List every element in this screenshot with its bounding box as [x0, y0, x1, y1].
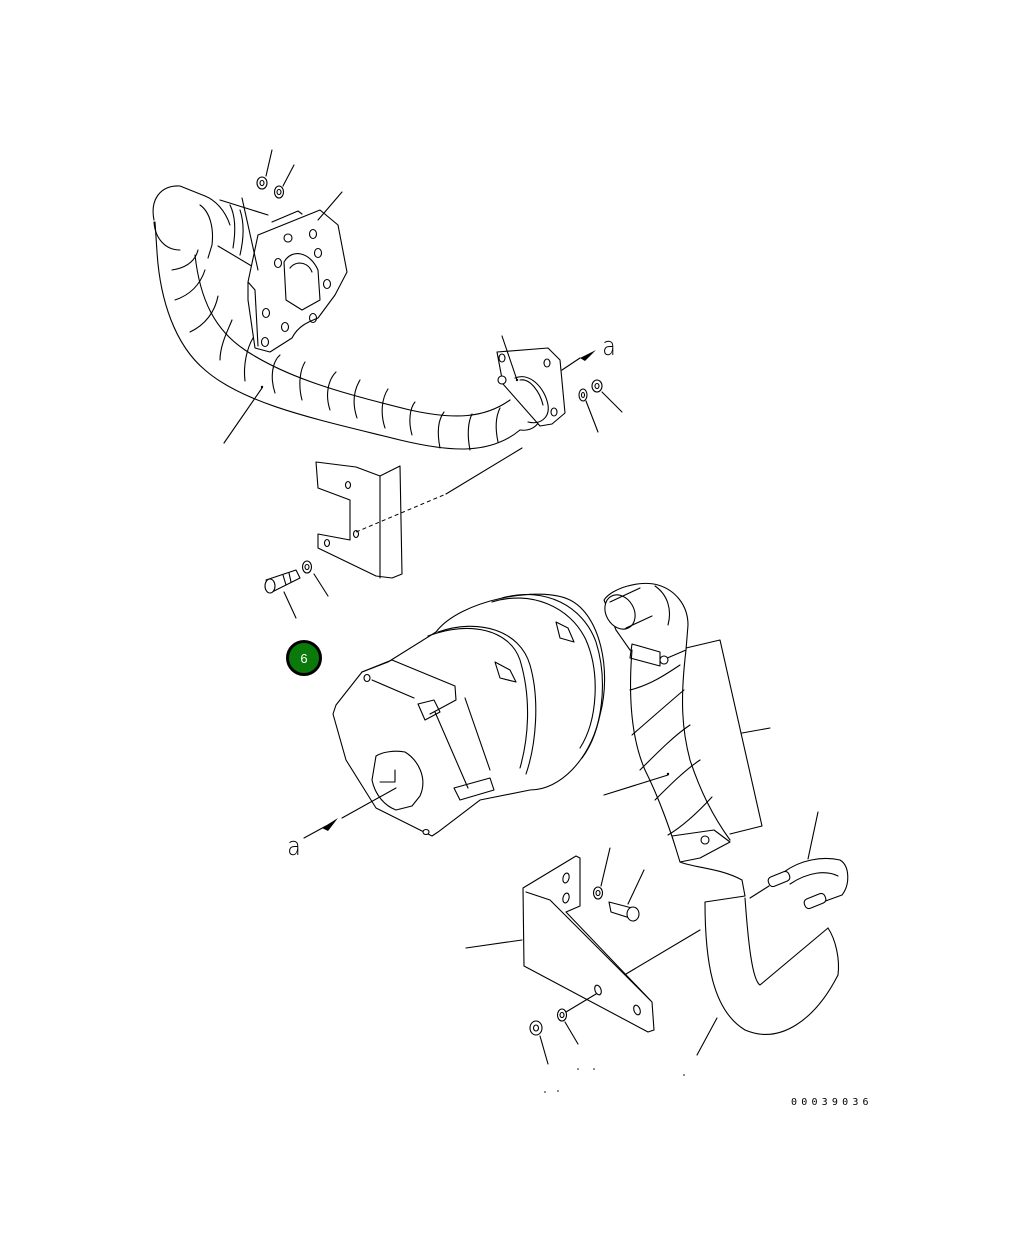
callout-number: 6 — [300, 650, 308, 666]
drawing-number: 00039036 — [791, 1097, 873, 1108]
mount-bracket — [465, 855, 701, 1033]
pipe-bracket — [315, 447, 523, 579]
outlet-nut-washer — [578, 379, 623, 433]
bracket-bolt-washer-right — [592, 847, 645, 922]
exhaust-pipe-lower — [603, 582, 771, 903]
u-bolt — [767, 811, 849, 910]
tailpipe — [696, 885, 840, 1056]
muffler — [303, 593, 606, 839]
callout-badge[interactable]: 6 — [286, 640, 322, 676]
bottom-nut-washer — [529, 993, 685, 1093]
outlet-flange — [496, 335, 596, 427]
bracket-bolt-washer — [264, 560, 329, 619]
exhaust-pipe-upper — [152, 185, 546, 451]
top-nut-washer — [256, 149, 295, 199]
reference-label-a-top: a — [602, 332, 616, 362]
reference-label-a-bottom: a — [287, 832, 301, 862]
turbo-flange — [241, 191, 348, 353]
